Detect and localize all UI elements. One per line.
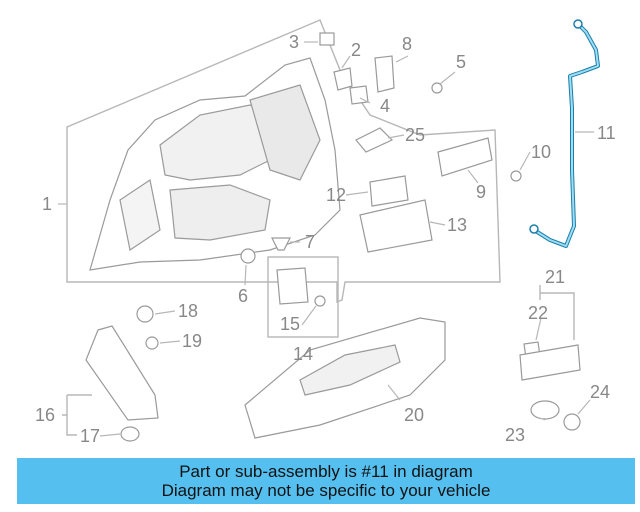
part-25-pad xyxy=(355,127,394,153)
part-3-clip xyxy=(319,32,335,46)
banner-line-1: Part or sub-assembly is #11 in diagram xyxy=(179,462,473,481)
part-24-cap xyxy=(563,413,581,431)
part-18-clip xyxy=(136,305,154,323)
callout-4: 4 xyxy=(380,96,390,116)
part-21-lamp xyxy=(519,344,581,381)
part-12-lamp xyxy=(369,175,409,207)
bracket-14-box xyxy=(267,256,339,338)
quarter-trim-panel xyxy=(89,57,341,271)
callout-11: 11 xyxy=(597,123,616,143)
part-13-trim xyxy=(359,199,433,253)
callout-20: 20 xyxy=(404,405,424,425)
part-5-screw xyxy=(431,82,443,94)
callout-21: 21 xyxy=(545,267,565,287)
callout-10: 10 xyxy=(531,142,551,162)
callout-1: 1 xyxy=(42,194,52,214)
part-19-screw xyxy=(145,336,159,350)
callout-8: 8 xyxy=(402,34,412,54)
bracket-16 xyxy=(62,394,92,436)
part-16-bracket xyxy=(85,325,159,421)
callout-16: 16 xyxy=(35,405,55,425)
part-15-cup xyxy=(276,267,309,305)
callout-25: 25 xyxy=(405,125,425,145)
part-10-screw xyxy=(510,170,522,182)
bracket-21 xyxy=(539,285,575,340)
part-9-handle xyxy=(437,137,493,177)
info-banner: Part or sub-assembly is #11 in diagram D… xyxy=(17,458,635,504)
callout-22: 22 xyxy=(528,303,548,323)
cable-part-11 xyxy=(529,19,600,248)
part-6-nut xyxy=(240,248,256,264)
callout-17: 17 xyxy=(80,426,100,446)
part-17-nut xyxy=(120,426,140,442)
callout-15: 15 xyxy=(280,314,300,334)
callout-23: 23 xyxy=(505,425,525,445)
parts-diagram: 1 2 3 4 5 6 7 8 9 10 11 12 13 14 15 16 1… xyxy=(35,19,616,446)
part-2-clip xyxy=(333,67,353,91)
callout-18: 18 xyxy=(178,301,198,321)
callout-12: 12 xyxy=(326,185,346,205)
part-15-screw xyxy=(314,295,326,307)
callout-2: 2 xyxy=(351,40,361,60)
callout-3: 3 xyxy=(289,32,299,52)
callout-14: 14 xyxy=(293,344,313,364)
part-23-socket xyxy=(530,400,560,420)
callout-24: 24 xyxy=(590,382,610,402)
callout-7: 7 xyxy=(305,232,315,252)
banner-line-2: Diagram may not be specific to your vehi… xyxy=(161,481,491,500)
callout-19: 19 xyxy=(182,331,202,351)
callout-9: 9 xyxy=(476,182,486,202)
part-20-recess xyxy=(299,344,401,396)
callout-13: 13 xyxy=(447,215,467,235)
part-7-clip xyxy=(271,237,291,251)
callout-5: 5 xyxy=(456,52,466,72)
part-8-clip xyxy=(374,55,395,93)
panel-group-outline xyxy=(66,19,501,304)
callout-6: 6 xyxy=(238,286,248,306)
